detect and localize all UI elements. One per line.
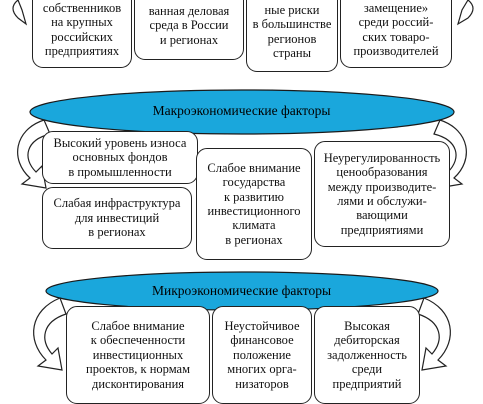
- top-box-4: замещение» среди россий- ских товаро- пр…: [340, 0, 452, 68]
- top-box-3-text: ные риски в большинстве регионов страны: [252, 2, 332, 60]
- macro-factors-title: Макроэкономические факторы: [152, 103, 331, 118]
- micro-factors-title: Микроэкономические факторы: [151, 283, 332, 298]
- micro-box-discounting: Слабое внимание к обеспеченности инвести…: [66, 306, 210, 404]
- macro-box-pricing: Неурегулированность ценообразования межд…: [314, 141, 450, 247]
- top-box-3: ные риски в большинстве регионов страны: [246, 0, 338, 72]
- macro-box-state-attention-text: Слабое внимание государства к развитию и…: [207, 160, 301, 247]
- macro-factors-lozenge: [29, 89, 455, 135]
- micro-box-financial-text: Неустойчивое финансовое положение многих…: [224, 318, 300, 391]
- macro-left-arrow: [17, 119, 51, 189]
- top-box-2-text: ванная деловая среда в России и регионах: [148, 3, 230, 47]
- micro-box-receivables: Высокая дебиторская задолженность среди …: [314, 306, 420, 404]
- macro-box-infrastructure-text: Слабая инфраструктура для инвестиций в р…: [53, 196, 181, 240]
- micro-box-financial: Неустойчивое финансовое положение многих…: [212, 306, 312, 404]
- top-box-2: ванная деловая среда в России и регионах: [134, 0, 244, 60]
- macro-box-wear-text: Высокий уровень износа основных фондов в…: [53, 135, 187, 179]
- micro-box-discounting-text: Слабое внимание к обеспеченности инвести…: [86, 318, 190, 391]
- macro-box-wear: Высокий уровень износа основных фондов в…: [42, 131, 198, 184]
- curved-arrow-top-left: [12, 0, 28, 26]
- micro-box-receivables-text: Высокая дебиторская задолженность среди …: [327, 318, 407, 391]
- top-box-1: собственников на крупных российских пред…: [32, 0, 132, 68]
- micro-right-arrow: [417, 297, 451, 371]
- top-box-4-text: замещение» среди россий- ских товаро- пр…: [353, 0, 439, 58]
- macro-box-infrastructure: Слабая инфраструктура для инвестиций в р…: [42, 187, 192, 249]
- macro-box-pricing-text: Неурегулированность ценообразования межд…: [323, 150, 441, 237]
- macro-box-state-attention: Слабое внимание государства к развитию и…: [196, 148, 312, 260]
- curved-arrow-top-right: [457, 0, 474, 26]
- micro-left-arrow: [33, 297, 67, 371]
- top-box-1-text: собственников на крупных российских пред…: [42, 0, 122, 58]
